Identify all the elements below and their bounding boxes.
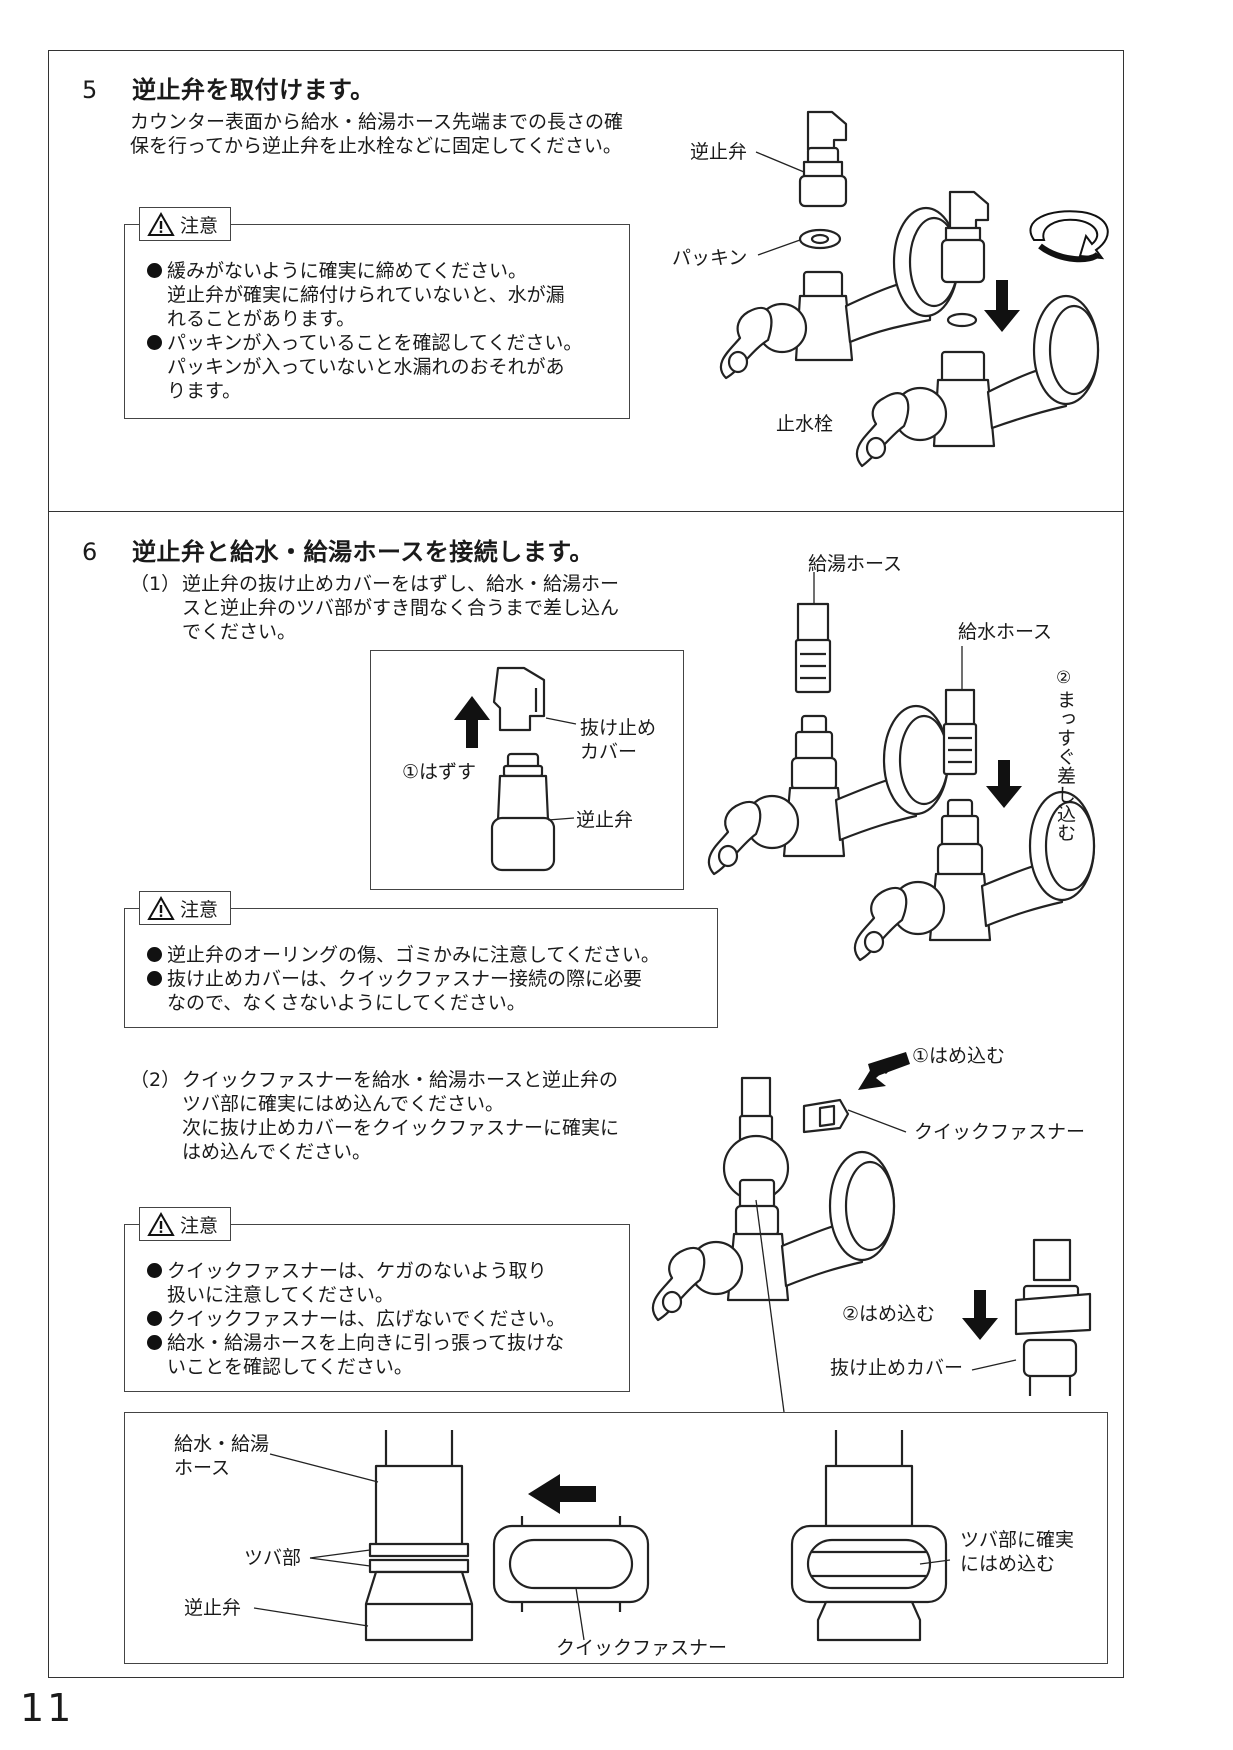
label-insert-number: ② [1056,668,1072,688]
label-cover: 抜け止め カバー [580,717,657,763]
step6-caution2-list: クイックファスナーは、ケガのないよう取り 扱いに注意してください。 クイックファ… [147,1259,619,1379]
step5-title-text: 逆止弁を取付けます。 [132,76,375,104]
label-detail-quick-fastener: クイックファスナー [556,1637,728,1659]
label-stop-valve: 止水栓 [776,413,834,435]
caution-label: 注意 [180,898,219,921]
caution-item: パッキンが入っていることを確認してください。 パッキンが入っていないと水漏れのお… [147,331,619,403]
step6-title-text: 逆止弁と給水・給湯ホースを接続します。 [132,538,594,566]
label-cover-2: 抜け止めカバー [830,1357,964,1379]
step5-caution-box: 注意 緩みがないように確実に締めてください。 逆止弁が確実に締付けられていないと… [124,207,630,419]
step5-caution-list: 緩みがないように確実に締めてください。 逆止弁が確実に締付けられていないと、水が… [147,259,619,403]
step6-caution1-box: 注意 逆止弁のオーリングの傷、ゴミかみに注意してください。 抜け止めカバーは、ク… [124,891,718,1028]
step6-sub1-text: 逆止弁の抜け止めカバーをはずし、給水・給湯ホー スと逆止弁のツバ部がすき間なく合… [182,573,620,643]
step5-title: 5 逆止弁を取付けます。 [82,70,375,105]
label-packing: パッキン [672,247,748,269]
label-quick-fastener: クイックファスナー [914,1121,1086,1143]
caution-tab: 注意 [139,207,232,241]
step6-title: 6 逆止弁と給水・給湯ホースを接続します。 [82,532,594,567]
step6-number: 6 [82,538,98,566]
caution-label: 注意 [180,1214,219,1237]
label-inset-check-valve: 逆止弁 [576,809,634,831]
inset-remove-cover [370,650,684,890]
page-frame [48,50,1124,1678]
label-insert-straight: まっすぐ差し込む [1054,690,1076,842]
step5-description: カウンター表面から給水・給湯ホース先端までの長さの確 保を行ってから逆止弁を止水… [130,111,624,157]
label-flange: ツバ部 [244,1547,302,1569]
step6-sub2-text: クイックファスナーを給水・給湯ホースと逆止弁の ツバ部に確実にはめ込んでください… [182,1069,620,1163]
step6-caution2-box: 注意 クイックファスナーは、ケガのないよう取り 扱いに注意してください。 クイッ… [124,1207,630,1392]
label-detail-check-valve: 逆止弁 [184,1597,242,1619]
label-remove: ①はずす [402,761,477,783]
label-check-valve: 逆止弁 [690,141,748,163]
step6-caution1-list: 逆止弁のオーリングの傷、ゴミかみに注意してください。 抜け止めカバーは、クイック… [147,943,707,1015]
caution-item: クイックファスナーは、広げないでください。 [147,1307,619,1331]
detail-box [124,1412,1108,1664]
warning-icon [147,211,175,236]
caution-item: 抜け止めカバーは、クイックファスナー接続の際に必要 なので、なくさないようにして… [147,967,707,1015]
caution-label: 注意 [180,214,219,237]
label-fit2: ②はめ込む [842,1303,936,1325]
label-fit1: ①はめ込む [912,1045,1006,1067]
step6-sub2-marker: （2） [130,1069,181,1091]
label-detail-hose: 給水・給湯 ホース [174,1433,270,1479]
page-number: 11 [20,1686,75,1730]
label-hot-hose: 給湯ホース [808,553,903,575]
warning-icon [147,1211,175,1236]
label-fit-flange: ツバ部に確実 にはめ込む [960,1529,1075,1575]
caution-item: 逆止弁のオーリングの傷、ゴミかみに注意してください。 [147,943,707,967]
warning-icon [147,895,175,920]
caution-item: 給水・給湯ホースを上向きに引っ張って抜けな いことを確認してください。 [147,1331,619,1379]
caution-tab: 注意 [139,1207,232,1241]
caution-item: 緩みがないように確実に締めてください。 逆止弁が確実に締付けられていないと、水が… [147,259,619,331]
caution-item: クイックファスナーは、ケガのないよう取り 扱いに注意してください。 [147,1259,619,1307]
step5-number: 5 [82,76,98,104]
label-cold-hose: 給水ホース [958,621,1053,643]
step6-sub1-marker: （1） [130,573,181,595]
caution-tab: 注意 [139,891,232,925]
section-divider [48,511,1124,512]
